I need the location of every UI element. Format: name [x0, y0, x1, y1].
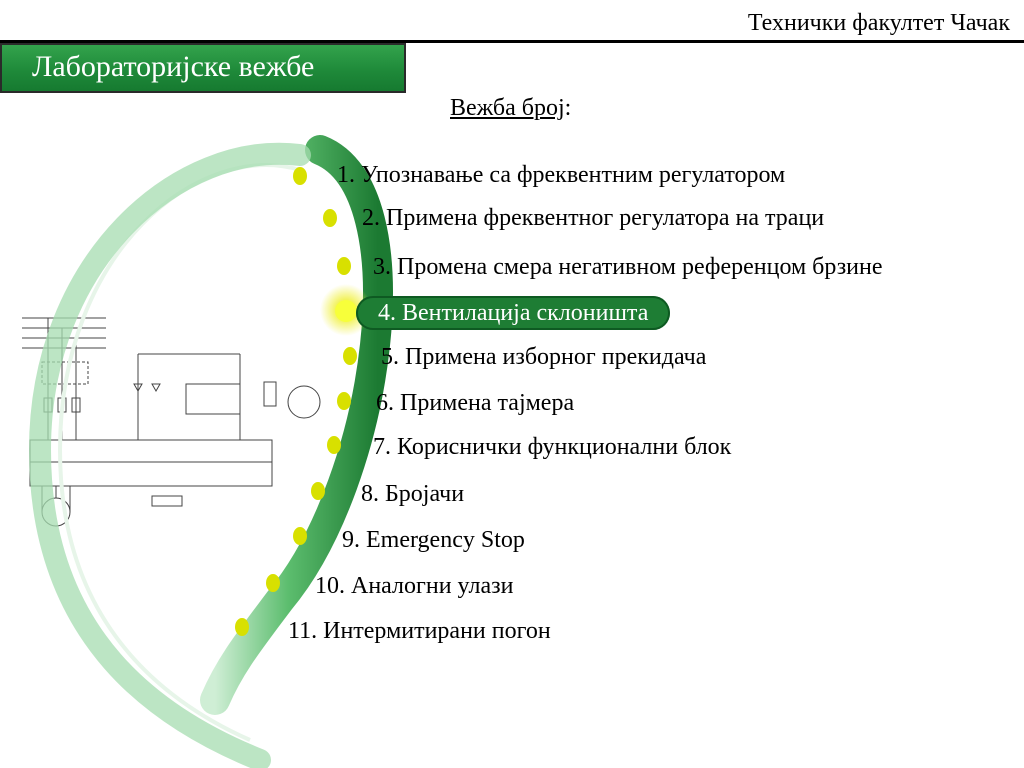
exercise-bullet-3 [337, 257, 351, 275]
exercise-bullet-11 [235, 618, 249, 636]
exercise-heading-suffix: : [564, 95, 572, 121]
exercise-heading: Вежба број: [450, 93, 571, 123]
exercise-heading-label: Вежба број [450, 95, 565, 121]
exercise-item-9[interactable]: 9. Emergency Stop [342, 527, 525, 553]
section-title-banner: Лабораторијске вежбе [0, 43, 406, 93]
circuit-diagram [22, 317, 321, 527]
exercise-item-1[interactable]: 1. Упознавање са фреквентним регулатором [337, 162, 786, 188]
exercise-bullet-8 [311, 482, 325, 500]
exercise-item-10[interactable]: 10. Аналогни улази [315, 573, 514, 599]
exercise-bullet-10 [266, 574, 280, 592]
exercise-item-8[interactable]: 8. Бројачи [361, 481, 465, 507]
exercise-bullet-6 [337, 392, 351, 410]
exercise-item-3[interactable]: 3. Промена смера негативном референцом б… [373, 254, 883, 280]
exercise-bullet-9 [293, 527, 307, 545]
exercise-item-7[interactable]: 7. Кориснички функционални блок [373, 434, 732, 460]
exercise-bullet-5 [343, 347, 357, 365]
exercise-bullet-4 [335, 300, 357, 322]
exercise-bullet-7 [327, 436, 341, 454]
institution-name: Технички факултет Чачак [747, 10, 1010, 36]
exercise-bullet-1 [293, 167, 307, 185]
exercise-item-4[interactable]: 4. Вентилација склоништа [356, 296, 671, 330]
exercise-bullet-2 [323, 209, 337, 227]
exercise-item-6[interactable]: 6. Примена тајмера [376, 390, 575, 416]
exercise-item-5[interactable]: 5. Примена изборног прекидача [381, 344, 707, 370]
exercise-item-11[interactable]: 11. Интермитирани погон [288, 618, 551, 644]
exercise-item-2[interactable]: 2. Примена фреквентног регулатора на тра… [362, 205, 825, 231]
header-rule [0, 40, 1024, 43]
